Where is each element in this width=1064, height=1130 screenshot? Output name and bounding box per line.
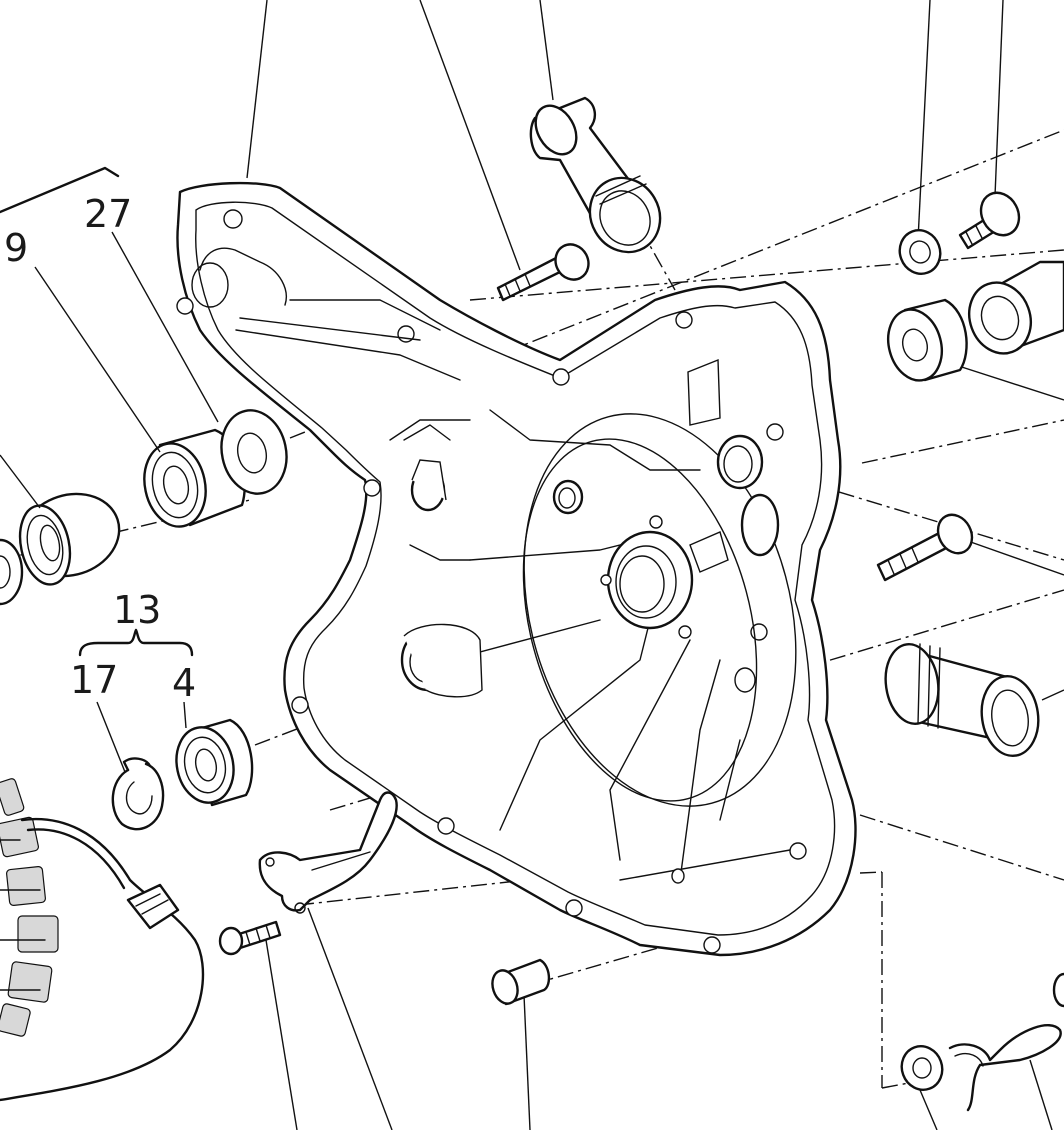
spring-clip (948, 972, 1064, 1112)
cylinder-right (884, 643, 1040, 758)
stator-coils (0, 778, 59, 1037)
circlip-17 (111, 757, 165, 831)
bearing-9 (0, 492, 121, 606)
dowel-pin (491, 958, 551, 1006)
washer-bottom-right (900, 1045, 944, 1091)
bushing-right-upper (968, 260, 1064, 355)
callout-4: 4 (172, 661, 196, 705)
callout-13: 13 (113, 588, 161, 632)
bolt-top (496, 243, 590, 302)
callout-17: 17 (70, 658, 118, 702)
bolt-right (876, 513, 974, 582)
callouts: 27 9 13 17 4 (0, 166, 219, 773)
washer-top-right (898, 229, 942, 275)
cylinder-top (529, 96, 662, 254)
housing-cover (176, 181, 857, 957)
washer-27 (220, 409, 288, 495)
callout-27: 27 (84, 192, 132, 236)
bracket-plate (258, 791, 398, 914)
callout-9: 9 (4, 226, 28, 270)
bushing-right-small (887, 298, 968, 382)
stator-cable (0, 817, 205, 1102)
bolt-lower-left (218, 920, 282, 956)
bearing-4 (175, 718, 254, 807)
bolt-top-right (958, 191, 1021, 250)
